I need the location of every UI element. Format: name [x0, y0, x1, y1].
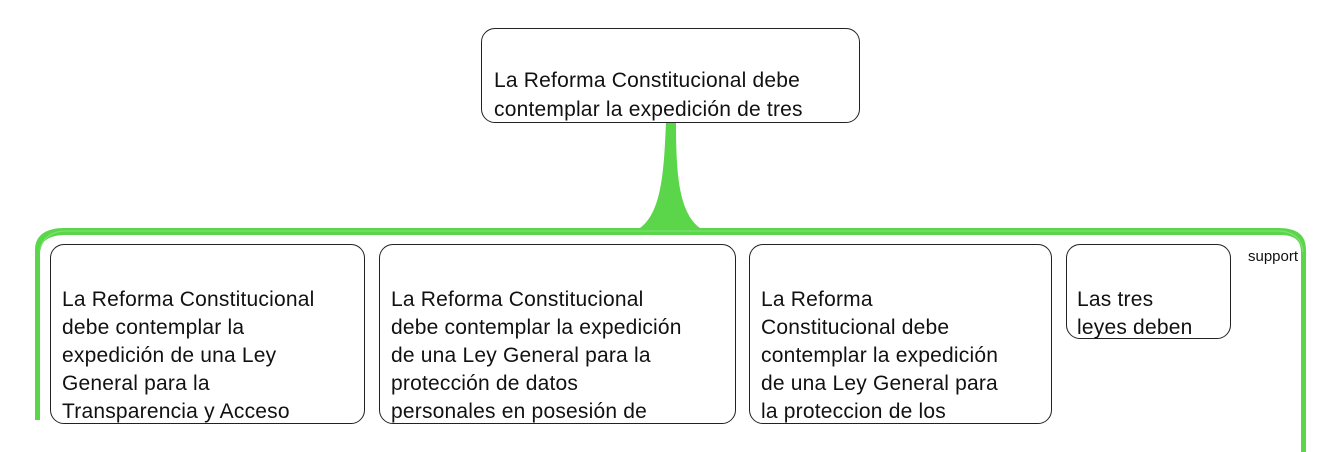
child-node-text: La Reforma Constitucional debe contempla… [62, 288, 315, 423]
child-node-transparencia[interactable]: La Reforma Constitucional debe contempla… [50, 244, 365, 424]
child-node-datos-personales[interactable]: La Reforma Constitucional debe contempla… [379, 244, 736, 424]
child-node-archivos[interactable]: La Reforma Constitucional debe contempla… [749, 244, 1052, 424]
connector-stem [640, 121, 700, 228]
child-node-leyes-distintas[interactable]: Las tres leyes deben ser distintas. [1066, 244, 1231, 339]
connector-bar-stroke [39, 230, 1304, 253]
root-node[interactable]: La Reforma Constitucional debe contempla… [481, 28, 860, 123]
child-node-text: Las tres leyes deben ser distintas. [1077, 288, 1193, 339]
root-node-text: La Reforma Constitucional debe contempla… [494, 69, 803, 121]
link-label-support: support [1248, 248, 1299, 265]
child-node-text: La Reforma Constitucional debe contempla… [761, 288, 999, 423]
child-node-text: La Reforma Constitucional debe contempla… [391, 288, 682, 423]
